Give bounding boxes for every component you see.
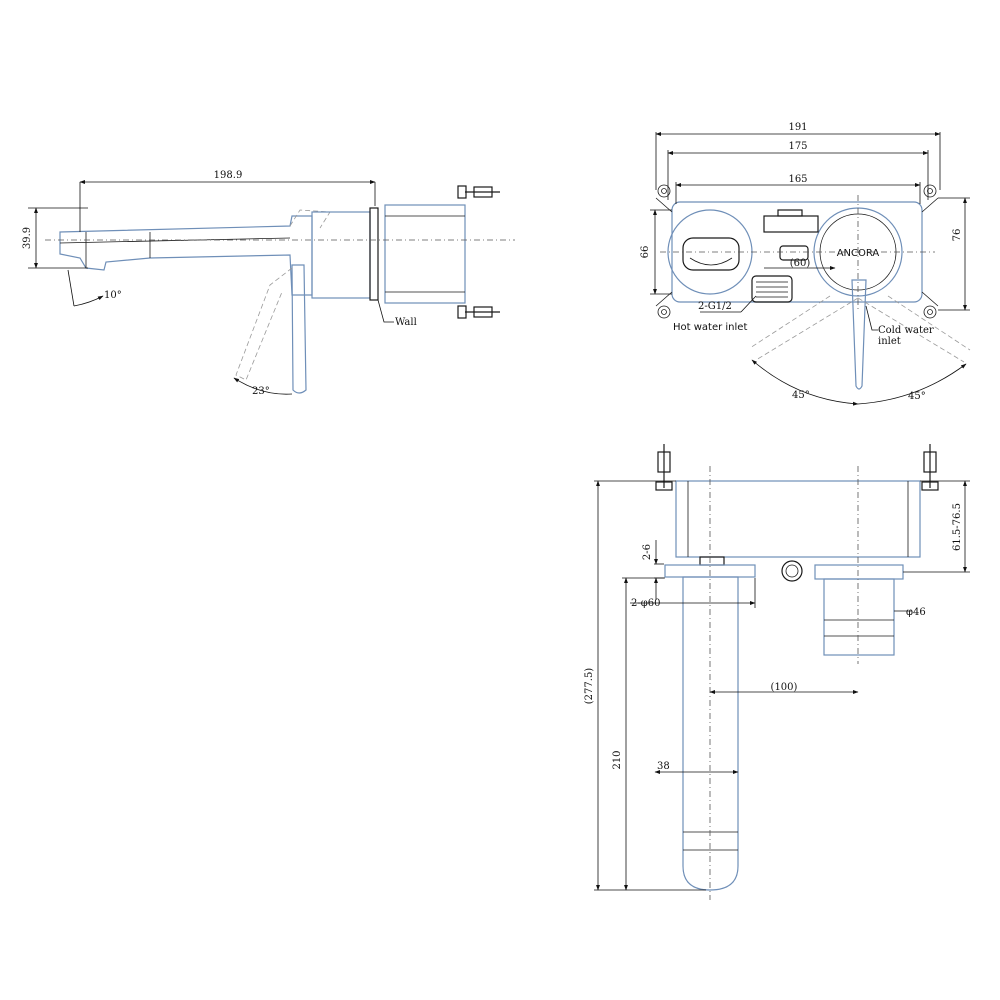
wall-box xyxy=(384,204,466,304)
hot-inlet-label: Hot water inlet xyxy=(673,322,747,333)
dim-spout-width: 38 xyxy=(657,761,670,772)
dim-depth-range: 61.5-76.5 xyxy=(952,503,963,551)
dim-spout-height: 39.9 xyxy=(22,227,33,249)
handle-outline xyxy=(291,264,307,394)
valve-box xyxy=(675,480,921,558)
handle-ghost xyxy=(235,267,293,381)
dim-spout-drop: 210 xyxy=(612,750,623,769)
angle-spout: 10° xyxy=(104,290,122,301)
body-view: 61.5-76.5 2-6 2-φ60 φ46 (100) (277.5) 21… xyxy=(584,444,970,900)
dim-inner-width: 165 xyxy=(788,174,807,185)
label-wall: Wall xyxy=(395,317,417,328)
dim-total-height: (277.5) xyxy=(584,668,595,705)
cartridge-body xyxy=(823,578,895,656)
thread-spec: 2-G1/2 xyxy=(698,301,732,312)
mounting-screw-icon xyxy=(457,185,500,319)
dim-right-height: 76 xyxy=(952,229,963,242)
angle-right: 45° xyxy=(908,391,926,402)
dim-center-spacing: (100) xyxy=(771,682,798,693)
angle-left: 45° xyxy=(792,390,810,401)
cartridge-rosette xyxy=(814,564,904,580)
side-view: 198.9 39.9 10° 23° Wall xyxy=(22,170,515,397)
dim-overall-width: 191 xyxy=(788,122,807,133)
dim-small: 2-6 xyxy=(642,544,653,560)
brand-mark: ANCORA xyxy=(837,248,880,259)
mounting-screw-icon xyxy=(655,444,939,491)
dim-cartridge: φ46 xyxy=(906,607,926,618)
dim-spout-length: 198.9 xyxy=(214,170,243,181)
cold-inlet-line2: inlet xyxy=(878,336,901,347)
spout-body xyxy=(682,576,739,891)
plate-view: ANCORA 191 175 165 66 xyxy=(640,122,971,406)
cold-inlet-line1: Cold water xyxy=(878,325,934,336)
spout-outline xyxy=(59,215,313,296)
angle-handle: 23° xyxy=(252,386,270,397)
dim-left-height: 66 xyxy=(640,246,651,259)
plate-screw-hole-icon xyxy=(657,184,937,319)
dim-mid-width: 175 xyxy=(788,141,807,152)
dim-centers: (60) xyxy=(790,258,811,269)
dim-rosette: 2-φ60 xyxy=(631,598,660,609)
escutcheon xyxy=(311,211,371,299)
